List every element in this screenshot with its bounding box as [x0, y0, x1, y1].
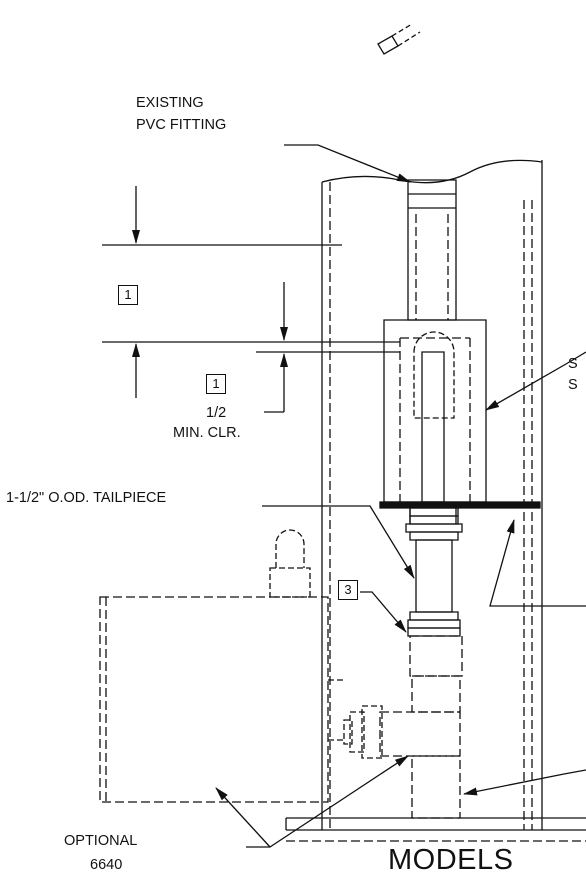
models-heading: MODELS: [388, 844, 514, 876]
sleeve-housing: [384, 320, 486, 502]
existing-fitting-label-line2: PVC FITTING: [136, 117, 227, 133]
existing-fitting-label-line1: EXISTING: [136, 95, 204, 111]
flange-plate: [380, 502, 540, 524]
optional-tank-unit: [100, 530, 344, 802]
cut-off-right-label-1: S: [568, 356, 578, 372]
optional-label-line1: OPTIONAL: [64, 833, 138, 849]
floor-base: [286, 818, 586, 841]
callout-note-1-upper: 1: [118, 285, 138, 305]
cut-off-fixture-fragment: [378, 24, 420, 54]
leader-lines: [215, 145, 586, 847]
cut-off-right-label-2: S: [568, 377, 578, 393]
tee-fitting: [344, 636, 462, 818]
tailpiece: [406, 508, 462, 636]
callout-note-3: 3: [338, 580, 358, 600]
optional-label-line2: 6640: [90, 857, 123, 873]
dimension-lines: [102, 186, 400, 412]
tailpiece-label: 1-1/2" O.OD. TAILPIECE: [6, 490, 167, 506]
wall-outline: [322, 160, 542, 830]
existing-pvc-fitting: [408, 180, 456, 320]
half-dimension-label: 1/2: [206, 405, 227, 421]
min-clearance-label: MIN. CLR.: [173, 425, 241, 441]
callout-note-1-lower: 1: [206, 374, 226, 394]
